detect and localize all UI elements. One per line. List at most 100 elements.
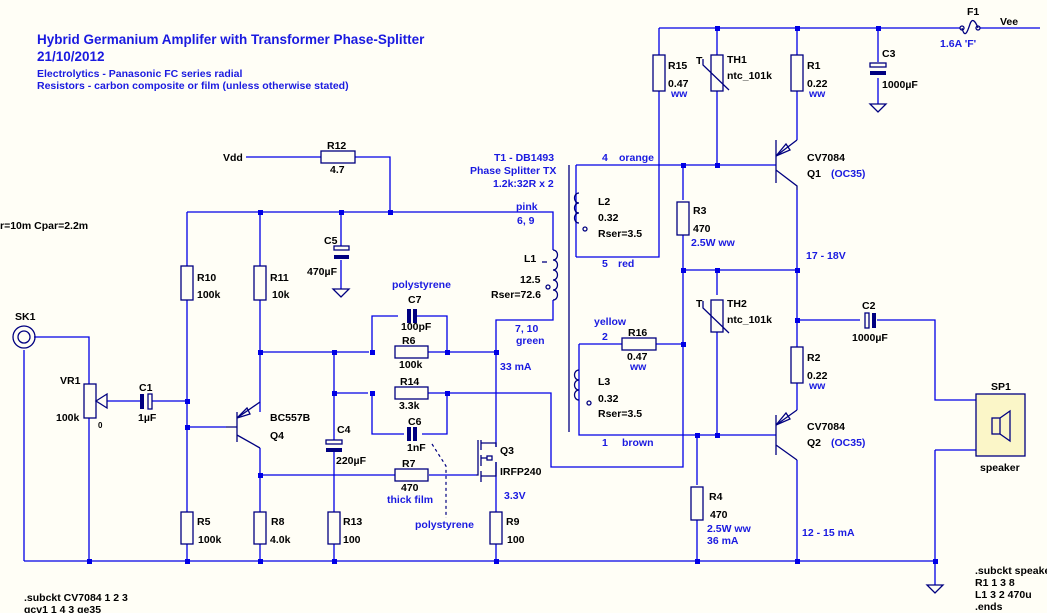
th2-ref: TH2 [727,298,747,310]
net-label-vdd: Vdd [223,152,243,164]
resistor-r9[interactable]: R9 100 [489,511,525,546]
c7-ref: C7 [408,294,422,306]
capacitor-c1[interactable]: C1 1µF [138,382,157,424]
r12-ref: R12 [327,140,346,152]
c6-note-leader [431,443,447,518]
sp1-ref: SP1 [991,381,1011,393]
thermistor-th1[interactable]: T TH1 ntc_101k [696,54,772,92]
spice-left-line-1: .subckt CV7084 1 2 3 [24,592,128,604]
th1-t: T [696,55,703,67]
note-resistors: Resistors - carbon composite or film (un… [37,80,349,92]
transistor-q4[interactable]: BC557B Q4 [226,401,311,449]
l3-value: 0.32 [598,393,619,405]
c2-value: 1000µF [852,332,888,344]
resistor-r8[interactable]: R8 4.0k [253,511,291,546]
th1-value: ntc_101k [727,70,772,82]
l2-color-a: orange [619,152,654,164]
vr1-ref: VR1 [60,375,81,387]
fuse-ref: F1 [967,6,979,18]
speaker-sp1[interactable]: SP1 speaker [975,381,1026,474]
c1-value: 1µF [138,412,157,424]
resistor-r10[interactable]: R10 100k [180,265,221,301]
c6-note: polystyrene [415,519,474,531]
l2-color-b: red [618,258,634,270]
r11-ref: R11 [270,272,289,284]
r6-ref: R6 [402,335,416,347]
r9-value: 100 [507,534,525,546]
fuse-value: 1.6A 'F' [940,38,976,50]
l3-color-b: brown [622,437,654,449]
junction-dots [87,26,938,564]
capacitor-c6[interactable]: C6 1nF polystyrene [407,416,474,531]
q2-ref: Q2 [807,437,821,449]
capacitor-c3[interactable]: C3 1000µF [869,48,918,91]
mosfet-q3[interactable]: Q3 IRFP240 [476,440,542,482]
r10-ref: R10 [197,272,216,284]
th1-ref: TH1 [727,54,747,66]
q4-model: BC557B [270,412,311,424]
r7-note: thick film [387,494,433,506]
r14-ref: R14 [400,376,419,388]
r8-value: 4.0k [270,534,291,546]
resistor-r4[interactable]: R4 470 2.5W ww 36 mA [690,486,752,547]
r4-current: 36 mA [707,535,739,547]
spice-right-line-1: .subckt speaker [975,565,1047,577]
fuse-f1[interactable]: F1 1.6A 'F' [940,6,981,50]
r2-value: 0.22 [807,370,828,382]
r10-value: 100k [197,289,221,301]
capacitor-c2[interactable]: C2 1000µF [852,300,888,344]
resistor-r2[interactable]: R2 0.22 ww [790,346,828,392]
resistor-r14[interactable]: R14 3.3k [394,376,429,412]
r3-note: 2.5W ww [691,237,736,249]
coil-l3 [573,369,592,406]
c2-ref: C2 [862,300,876,312]
resistor-r15[interactable]: R15 0.47 ww [652,54,689,100]
transformer-t1[interactable]: T1 - DB1493 Phase Splitter TX 1.2k:32R x… [470,152,654,449]
transistor-q2[interactable]: CV7084 Q2 (OC35) [775,409,865,461]
l2-ref: L2 [598,196,610,208]
capacitor-c4[interactable]: C4 220µF [325,424,367,467]
l1-rser: Rser=72.6 [491,289,541,301]
l3-pin-a: 2 [602,331,608,343]
resistor-r1[interactable]: R1 0.22 ww [790,54,828,100]
resistor-r6[interactable]: R6 100k [394,335,429,371]
resistor-r13[interactable]: R13 100 [327,511,362,546]
c5-value: 470µF [307,266,338,278]
r15-value: 0.47 [668,78,689,90]
resistor-r3[interactable]: R3 470 2.5W ww [676,201,736,249]
resistor-r12[interactable]: R12 4.7 [320,140,356,176]
q2-alt: (OC35) [831,437,865,449]
capacitor-c7[interactable]: polystyrene C7 100pF [392,279,451,333]
l1-bot-pins: 7, 10 [515,323,539,335]
r5-value: 100k [198,534,222,546]
c4-value: 220µF [336,455,367,467]
c3-value: 1000µF [882,79,918,91]
capacitor-c5[interactable]: C5 470µF [307,235,350,278]
c6-value: 1nF [407,442,426,454]
note-electrolytics: Electrolytics - Panasonic FC series radi… [37,68,243,80]
resistor-r7[interactable]: R7 470 thick film [387,458,433,506]
l1-top-pins: 6, 9 [517,215,535,227]
wires [23,27,1040,585]
l1-ref: L1 [524,253,536,265]
potentiometer-vr1[interactable]: VR1 100k 0 [56,375,108,430]
transistor-q1[interactable]: CV7084 Q1 (OC35) [775,139,865,190]
resistor-r16[interactable]: R16 0.47 ww [621,327,657,373]
schematic-title: Hybrid Germanium Amplifer with Transform… [37,32,425,47]
input-socket-sk1[interactable]: SK1 [12,311,36,349]
q1-model: CV7084 [807,152,845,164]
r1-ref: R1 [807,60,821,72]
resistor-r5[interactable]: R5 100k [180,511,222,546]
spice-left-line-2: qcv1 1 4 3 ge35 [24,604,101,613]
q2-model: CV7084 [807,421,845,433]
q1-alt: (OC35) [831,168,865,180]
r4-ref: R4 [709,491,723,503]
r11-value: 10k [272,289,290,301]
l2-value: 0.32 [598,212,619,224]
t1-ref: T1 - DB1493 [494,152,554,164]
l2-rser: Rser=3.5 [598,228,642,240]
thermistor-th2[interactable]: T TH2 ntc_101k [696,298,772,334]
resistor-r11[interactable]: R11 10k [253,265,290,301]
r9-ref: R9 [506,516,520,528]
ground-symbol-c3 [868,103,888,113]
